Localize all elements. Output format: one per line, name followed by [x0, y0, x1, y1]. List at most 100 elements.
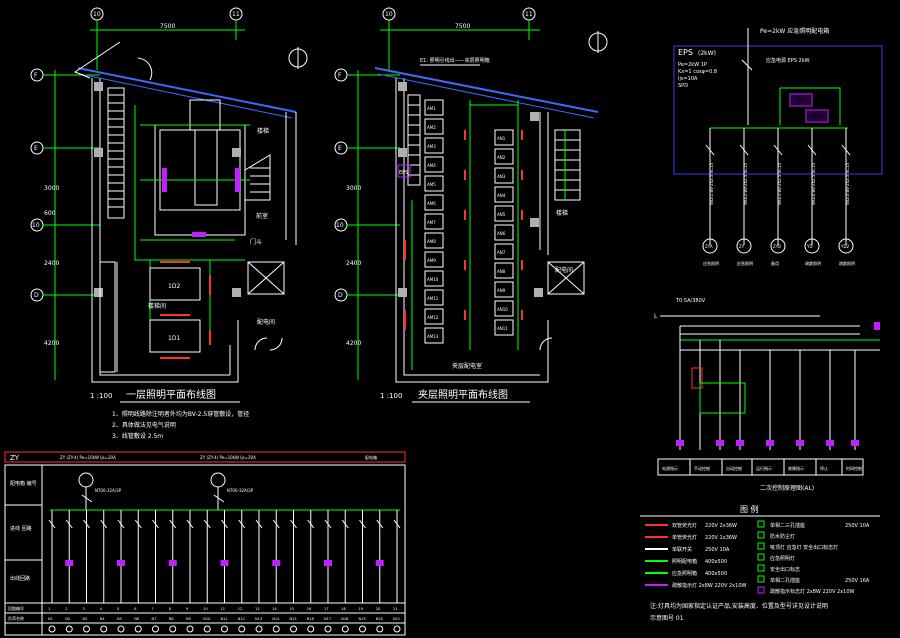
schedule-row-header-3: 出线回路 — [10, 575, 30, 582]
schedule-circuit-code: N9 — [186, 617, 191, 621]
plan2-axis-10: 10 — [385, 11, 393, 18]
cabinet-left-label: AM11 — [427, 296, 439, 301]
cabinet-left — [424, 289, 444, 306]
schedule-circuit-code: N4 — [100, 617, 106, 621]
schedule-circuit-number: 10 — [203, 607, 207, 611]
schedule-circuit-switch — [290, 519, 297, 529]
plan1-axis-10: 10 — [32, 222, 40, 229]
plan1-title: 一层照明平面布线图 — [126, 388, 216, 401]
eps-load-label: 疏散照明 — [839, 260, 855, 266]
schedule-circuit-bubble — [341, 625, 349, 633]
eps-top-text: Pe=2kW 应急照明配电箱 — [760, 27, 829, 35]
eps-terminal-label: YD2 — [840, 244, 850, 249]
plan1-note-3: 3、线管敷设 2.5m — [112, 432, 163, 440]
schedule-purple-marker — [168, 560, 177, 566]
schedule-circuit-code: N5 — [117, 617, 122, 621]
eps-circuit-label: WLE2 BV-2x2.5 SC15 — [743, 162, 748, 205]
cabinet-left — [424, 175, 444, 192]
schedule-circuit-bubble — [152, 625, 159, 633]
cabinet-right-label: AN6 — [497, 231, 506, 236]
cabinet-right — [494, 300, 514, 317]
schedule-circuit-code: N21 — [393, 617, 400, 621]
plan1-room-label-3: 门斗 — [250, 238, 262, 246]
legend-symbol-outlet — [757, 520, 765, 528]
eps-terminal-label: YD — [806, 244, 813, 249]
control-bottom-label: 时间控制 — [846, 465, 862, 471]
schedule-header-mid1: ZY (ZY-4) Pe=10kW Ijs=20A — [60, 455, 116, 460]
schedule-circuit-number: 11 — [221, 607, 225, 611]
cabinet-right — [494, 129, 514, 146]
schedule-circuit-bubble — [169, 625, 177, 633]
legend-spec: 250V 10A — [845, 523, 870, 529]
cabinet-right — [494, 186, 514, 203]
cabinet-left — [424, 156, 444, 173]
plan2-floor-plan: 10 11 7500 F E 10 D 3000 2400 4200 — [334, 7, 608, 403]
cabinet-left-label: AM9 — [427, 258, 436, 263]
cabinet-right — [494, 148, 514, 165]
cabinet-right-label: AN8 — [497, 269, 506, 274]
schedule-circuit-bubble — [83, 625, 90, 633]
eps-circuit-label: WLE1 BV-2x2.5 SC15 — [709, 162, 714, 205]
plan1-axis-label-10: 10 — [93, 11, 101, 18]
schedule-circuit-code: N15 — [290, 617, 297, 621]
schedule-circuit-code: N16 — [307, 617, 314, 621]
schedule-circuit-number: 21 — [393, 607, 397, 611]
cabinet-left — [424, 213, 444, 230]
legend-label: 应急照明箱 — [672, 570, 697, 577]
eps-left-text-3: Ijs=10A — [678, 76, 698, 82]
legend-note: 注:灯具均为国家指定认证产品,安装高度、位置及型号详见设计说明 — [650, 602, 828, 610]
schedule-circuit-number: 7 — [152, 607, 154, 611]
cabinet-left-label: AM10 — [427, 277, 439, 282]
schedule-circuit-switch — [169, 519, 177, 529]
schedule-circuit-code: N11 — [221, 617, 228, 621]
eps-branch-switch — [841, 144, 851, 156]
cabinet-left-label: AM1 — [427, 106, 436, 111]
schedule-circuit-code: N19 — [359, 617, 366, 621]
schedule-circuit-bubble — [134, 625, 142, 633]
schedule-circuit-code: N2 — [65, 617, 70, 621]
schedule-circuit-code: N7 — [152, 617, 157, 621]
schedule-circuit-switch — [65, 519, 73, 529]
schedule-circuit-bubble — [255, 625, 263, 633]
schedule-circuit-bubble — [186, 625, 194, 633]
schedule-circuit-number: 12 — [238, 607, 242, 611]
schedule-circuit-switch — [203, 519, 211, 529]
schedule-circuit-number: 17 — [324, 607, 328, 611]
schedule-circuit-code: N18 — [341, 617, 348, 621]
schedule-circuit-bubble — [290, 625, 297, 633]
schedule-circuit-number: 9 — [186, 607, 188, 611]
schedule-circuit-code: N1 — [48, 617, 53, 621]
eps-branch-switch — [807, 144, 817, 156]
plan2-dim-left-4: 4200 — [346, 340, 361, 347]
cabinet-left — [424, 99, 444, 116]
schedule-circuit-code: N14 — [272, 617, 280, 621]
eps-load-label: 应急照明 — [737, 260, 753, 266]
schedule-circuit-switch — [359, 519, 366, 529]
cabinet-left — [424, 118, 444, 135]
schedule-circuit-number: 1 — [48, 607, 50, 611]
plan2-corner-label: 1 :100 — [380, 392, 402, 400]
legend-label: 单相二三孔插座 — [770, 522, 805, 529]
control-title: 二次控制原理图(AL) — [760, 484, 814, 492]
control-bottom-label: 运行指示 — [756, 465, 772, 471]
plan2-room-label-1: 楼梯 — [556, 209, 568, 217]
control-bottom-label: 故障指示 — [788, 465, 804, 471]
plan1-dim-left-4: 4200 — [44, 340, 59, 347]
schedule-circuit-bubble — [65, 625, 73, 633]
eps-terminal-circle — [838, 238, 854, 254]
schedule-circuit-number: 19 — [359, 607, 363, 611]
cabinet-left — [424, 137, 444, 154]
schedule-circuit-code: N20 — [376, 617, 383, 621]
schedule-purple-marker — [65, 560, 74, 566]
legend-label: 照明配电箱 — [672, 558, 697, 565]
eps-left-text-2: Kx=1 cosφ=0.8 — [678, 69, 717, 75]
cabinet-left-label: AM4 — [427, 163, 436, 168]
legend-spec: 220V 1x36W — [705, 535, 737, 541]
schedule-circuit-number: 8 — [169, 607, 171, 611]
legend-symbol-purple-bar2 — [757, 586, 765, 594]
eps-left-text-1: Pe=2kW 1P — [678, 62, 707, 68]
schedule-circuit-number: 20 — [376, 607, 380, 611]
